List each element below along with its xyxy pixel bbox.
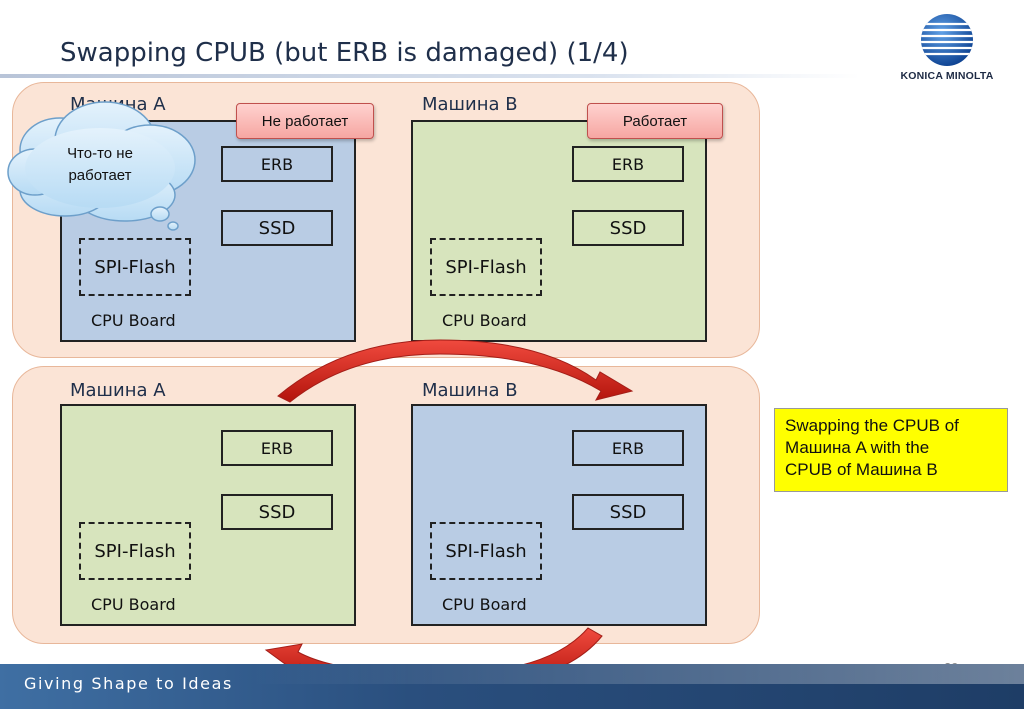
note-line-1: Swapping the CPUB of bbox=[785, 416, 959, 435]
note-line-3: CPUB of Машина B bbox=[785, 460, 938, 479]
machine-b-label-bottom: Машина B bbox=[422, 380, 518, 401]
thought-cloud-text: Что-то не работает bbox=[40, 143, 160, 187]
erb-module: ERB bbox=[221, 430, 333, 466]
cpu-board-caption: CPU Board bbox=[91, 595, 176, 614]
status-not-working: Не работает bbox=[236, 103, 374, 139]
globe-icon bbox=[921, 14, 973, 66]
note-line-2: Машина A with the bbox=[785, 438, 930, 457]
ssd-module: SSD bbox=[221, 210, 333, 246]
slide-title: Swapping CPUB (but ERB is damaged) (1/4) bbox=[60, 38, 629, 68]
erb-module: ERB bbox=[572, 430, 684, 466]
logo-wordmark: KONICA MINOLTA bbox=[900, 70, 994, 82]
footer-bar bbox=[0, 664, 1024, 709]
ssd-module: SSD bbox=[221, 494, 333, 530]
erb-module: ERB bbox=[572, 146, 684, 182]
title-divider bbox=[0, 74, 860, 78]
footer-tagline: Giving Shape to Ideas bbox=[24, 674, 233, 693]
cpu-board-caption: CPU Board bbox=[442, 595, 527, 614]
konica-minolta-logo: KONICA MINOLTA bbox=[892, 12, 1002, 86]
erb-module: ERB bbox=[221, 146, 333, 182]
spi-flash-chip: SPI-Flash bbox=[430, 238, 542, 296]
machine-a-label-bottom: Машина A bbox=[70, 380, 166, 401]
spi-flash-chip: SPI-Flash bbox=[430, 522, 542, 580]
thought-line-1: Что-то не bbox=[67, 145, 133, 162]
swap-description-note: Swapping the CPUB of Машина A with the C… bbox=[774, 408, 1008, 492]
status-working: Работает bbox=[587, 103, 723, 139]
machine-b-cpu-board-top: ERB SSD SPI-Flash CPU Board bbox=[411, 120, 707, 342]
thought-line-2: работает bbox=[68, 167, 132, 184]
spi-flash-chip: SPI-Flash bbox=[79, 522, 191, 580]
cpu-board-caption: CPU Board bbox=[442, 311, 527, 330]
machine-a-cpu-board-bottom: ERB SSD SPI-Flash CPU Board bbox=[60, 404, 356, 626]
spi-flash-chip: SPI-Flash bbox=[79, 238, 191, 296]
ssd-module: SSD bbox=[572, 494, 684, 530]
cpu-board-caption: CPU Board bbox=[91, 311, 176, 330]
machine-b-cpu-board-bottom: ERB SSD SPI-Flash CPU Board bbox=[411, 404, 707, 626]
thought-cloud-icon bbox=[7, 101, 196, 231]
ssd-module: SSD bbox=[572, 210, 684, 246]
machine-b-label-top: Машина B bbox=[422, 94, 518, 115]
